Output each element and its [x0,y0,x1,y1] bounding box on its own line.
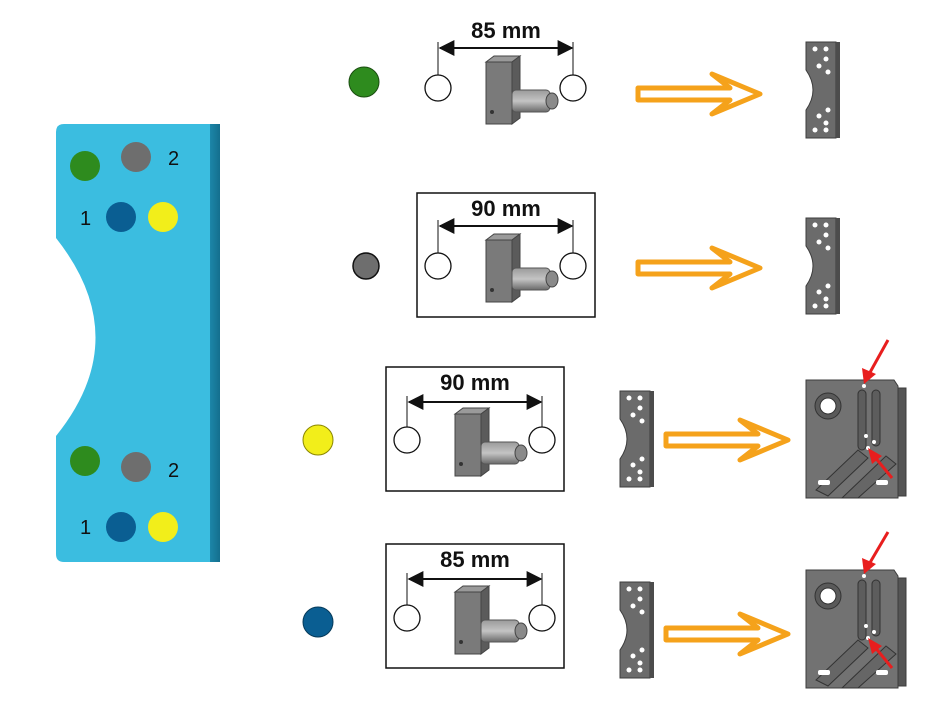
panel-marker-yellow-bottom [148,512,178,542]
hole-circle-left-row4 [393,604,421,632]
row-yellow: 90 mm [302,339,907,499]
panel-marker-gray-bottom [121,452,151,482]
row-gray: 90 mm [352,192,841,318]
dimension-box-row2 [416,192,596,318]
plate-part-row4 [805,569,907,689]
panel-marker-green-top [70,151,100,181]
marker-yellow [302,424,334,456]
dimension-box-row3 [385,366,565,492]
bracket-part-row1 [805,41,841,139]
panel-marker-gray-top [121,142,151,172]
hole-circle-right-row2 [559,252,587,280]
bracket-part-row3 [619,390,655,488]
bracket-part-row4 [619,581,655,679]
row-blue: 85 mm [302,531,907,689]
marker-blue [302,606,334,638]
hole-circle-left-row2 [424,252,452,280]
dimension-box-row4 [385,543,565,669]
double-arrow-row1 [638,74,760,114]
pin-part-row3 [454,407,528,477]
red-arrow-top-row4 [862,531,890,574]
hole-circle-right-row1 [559,74,587,102]
hole-circle-left-row3 [393,426,421,454]
panel-marker-green-bottom [70,446,100,476]
red-arrow-top-row3 [862,339,890,384]
pin-part-row2 [485,233,559,303]
dimension-label-row3: 90 mm [440,370,510,395]
pin-part-row4 [454,585,528,655]
blue-panel: 2 1 2 1 [56,124,220,562]
double-arrow-row4 [666,614,788,654]
pin-part-row1 [485,55,559,125]
panel-label-1-top: 1 [80,208,91,230]
red-arrow-bottom-row3 [868,448,894,479]
marker-green [348,66,380,98]
dimension-label-row1: 85 mm [471,18,541,43]
red-arrow-bottom-row4 [868,638,894,669]
panel-label-2-top: 2 [168,148,179,170]
plate-part-row3 [805,379,907,499]
bracket-part-row2 [805,217,841,315]
panel-label-2-bottom: 2 [168,460,179,482]
marker-gray [352,252,380,280]
double-arrow-row3 [666,420,788,460]
hole-circle-right-row3 [528,426,556,454]
double-arrow-row2 [638,248,760,288]
dimension-label-row2: 90 mm [471,196,541,221]
hole-circle-left-row1 [424,74,452,102]
panel-marker-yellow-top [148,202,178,232]
panel-label-1-bottom: 1 [80,517,91,539]
dimension-label-row4: 85 mm [440,547,510,572]
panel-marker-blue-bottom [106,512,136,542]
panel-marker-blue-top [106,202,136,232]
hole-circle-right-row4 [528,604,556,632]
row-green: 85 mm [348,18,841,139]
panel-body [56,124,210,562]
